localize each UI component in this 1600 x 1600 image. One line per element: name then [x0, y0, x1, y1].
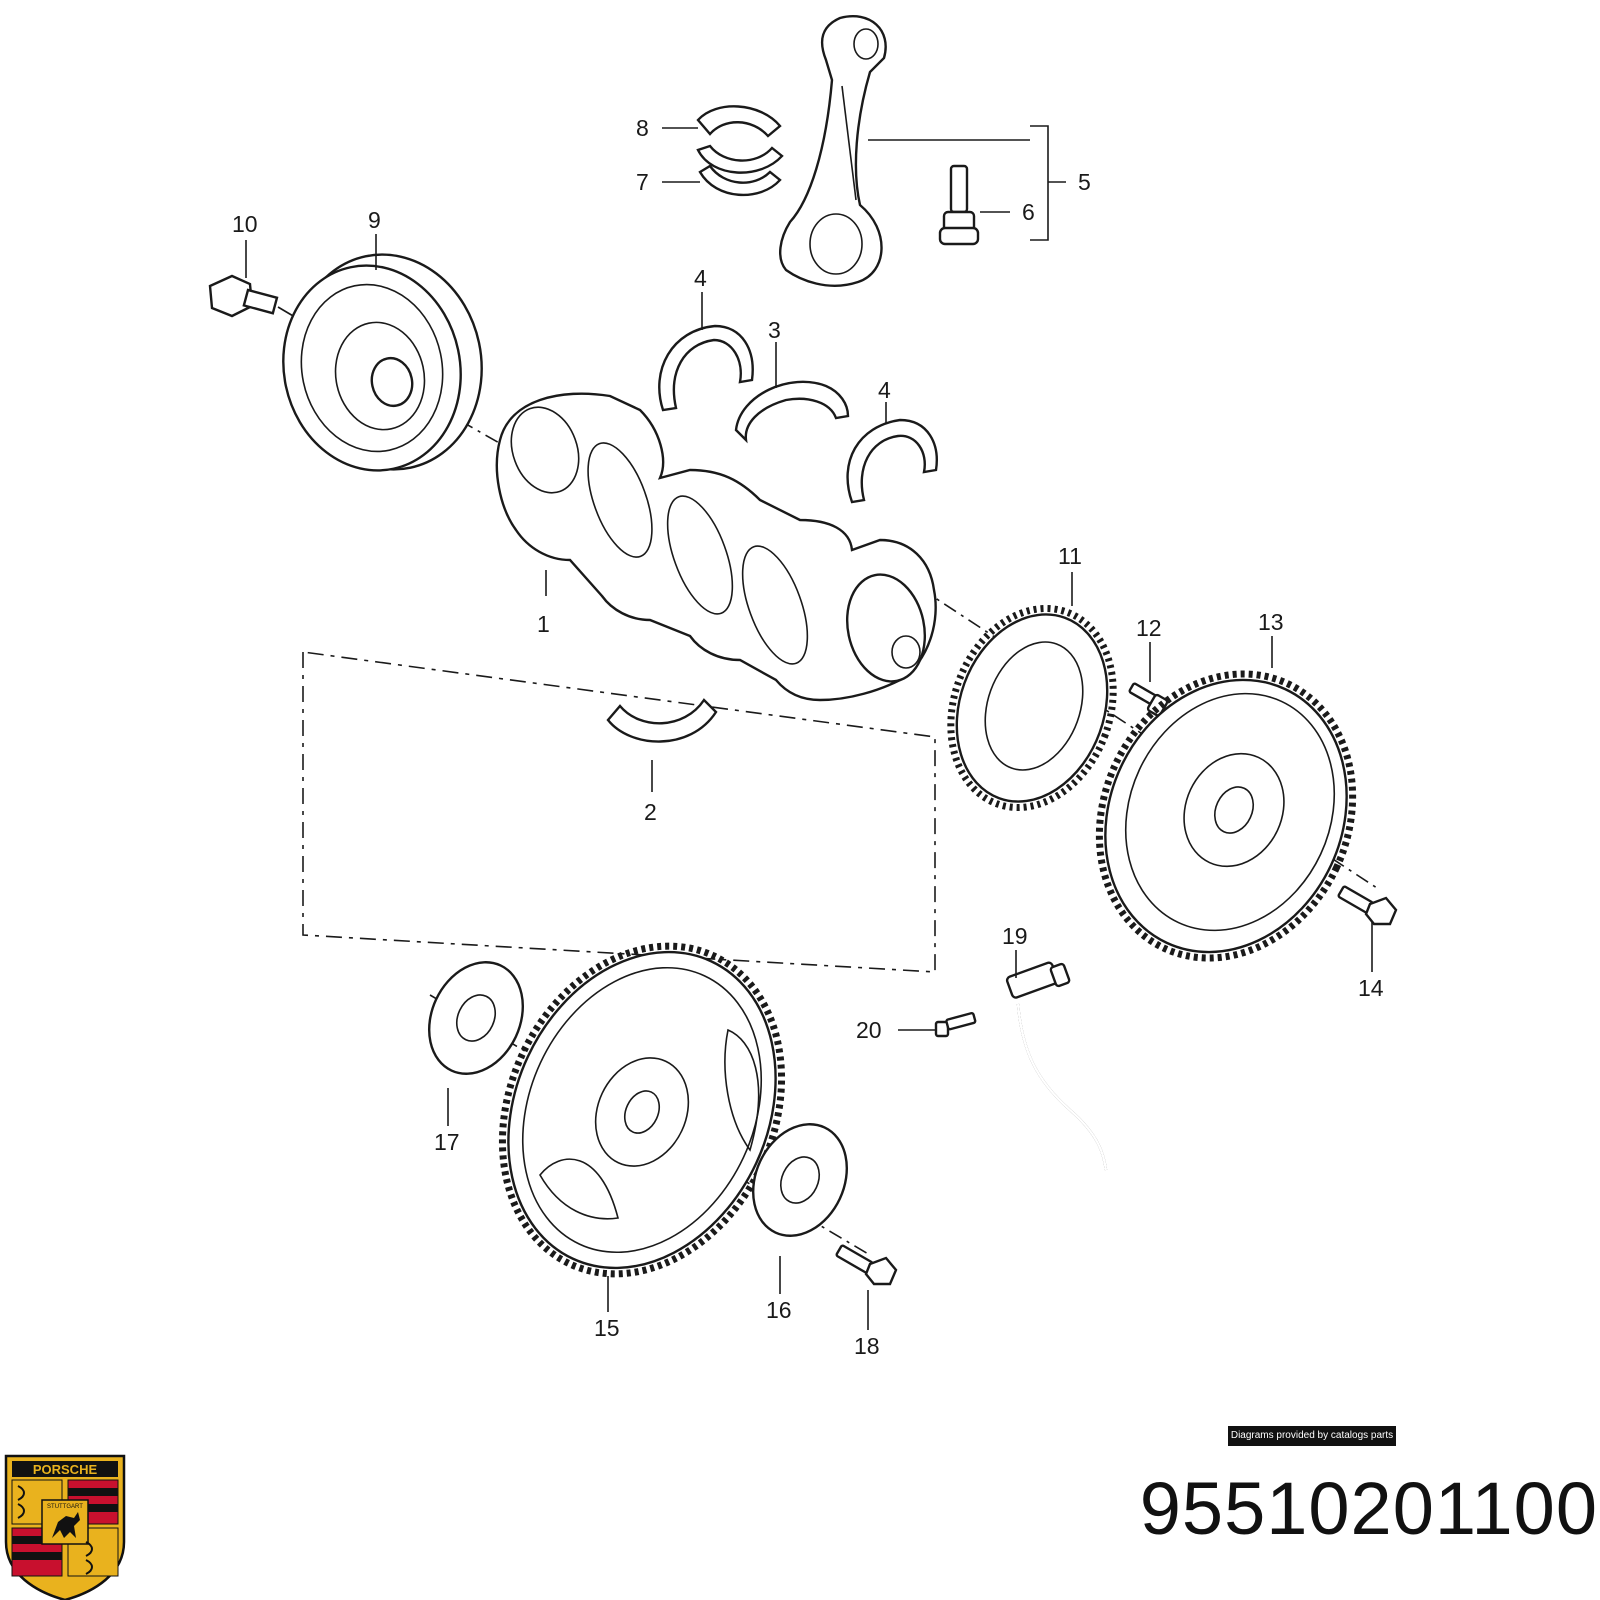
callout-16: 16	[766, 1297, 792, 1323]
reluctor-ring	[947, 605, 1117, 811]
thrust-washer-lower	[846, 418, 938, 504]
thrust-washer-upper	[658, 324, 754, 412]
callout-2: 2	[644, 799, 657, 825]
bracket-5	[1030, 125, 1049, 241]
part-number: 95510201100	[1139, 1467, 1598, 1550]
crankshaft-pulley	[282, 253, 483, 472]
flexplate-outer-shim	[751, 1123, 849, 1237]
callout-10: 10	[232, 211, 258, 237]
connecting-rod	[779, 15, 887, 287]
porsche-crest-icon: PORSCHE STUTTGART	[4, 1454, 126, 1600]
callout-8: 8	[636, 115, 649, 141]
callout-20: 20	[856, 1017, 882, 1043]
callout-11: 11	[1058, 543, 1082, 569]
callout-5: 5	[1078, 169, 1091, 195]
crankshaft	[495, 392, 937, 702]
callout-18: 18	[854, 1333, 880, 1359]
callout-13: 13	[1258, 609, 1284, 635]
flywheel	[1095, 670, 1357, 962]
rod-bearing-shells	[696, 105, 784, 197]
flywheel-bolt	[1337, 885, 1398, 926]
main-bearing-shell-lower	[606, 698, 718, 743]
callout-17: 17	[434, 1129, 460, 1155]
main-bearing-shell-upper	[734, 380, 850, 444]
connecting-rod-bolt	[938, 164, 980, 246]
callout-6: 6	[1022, 199, 1035, 225]
sensor-bolt	[934, 1012, 977, 1038]
svg-text:PORSCHE: PORSCHE	[33, 1462, 98, 1477]
callout-14: 14	[1358, 975, 1384, 1001]
flexplate-bolt	[835, 1244, 898, 1286]
callout-15: 15	[594, 1315, 620, 1341]
diagram-credit-badge: Diagrams provided by catalogs parts	[1228, 1426, 1396, 1446]
callout-3: 3	[768, 317, 781, 343]
callout-9: 9	[368, 207, 381, 233]
callout-4a: 4	[694, 265, 707, 291]
callout-1: 1	[537, 611, 550, 637]
callout-4b: 4	[878, 377, 891, 403]
pulley-bolt	[208, 274, 306, 324]
callout-7: 7	[636, 169, 649, 195]
callout-12: 12	[1136, 615, 1162, 641]
assembly-group-outline	[302, 651, 936, 973]
callout-19: 19	[1002, 923, 1028, 949]
flexplate-shim	[427, 961, 525, 1075]
crankshaft-position-sensor	[1005, 961, 1108, 1171]
svg-text:STUTTGART: STUTTGART	[47, 1504, 83, 1510]
